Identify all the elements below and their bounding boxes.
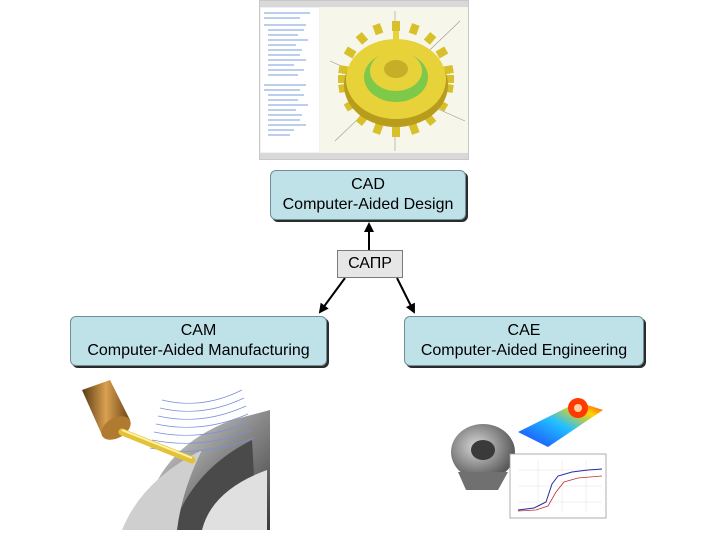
cam-label: CAM — [180, 322, 217, 339]
arrow-to-cae — [396, 277, 415, 314]
cad-full-name: Computer-Aided Design — [282, 196, 454, 213]
cae-box: CAE Computer-Aided Engineering — [404, 316, 644, 366]
cad-box: CAD Computer-Aided Design — [270, 170, 466, 220]
sapr-label: САПР — [337, 250, 403, 278]
cad-label: CAD — [351, 176, 385, 193]
fea-simulation-icon — [451, 398, 607, 519]
cam-box: CAM Computer-Aided Manufacturing — [70, 316, 327, 366]
cam-image — [82, 380, 272, 530]
gear-model-screenshot-icon — [260, 1, 468, 159]
cad-image — [259, 0, 469, 160]
cae-full-name: Computer-Aided Engineering — [420, 342, 628, 359]
cae-label: CAE — [507, 322, 541, 339]
cam-full-name: Computer-Aided Manufacturing — [87, 342, 310, 359]
arrow-to-cam — [318, 277, 346, 314]
cnc-milling-impeller-icon — [82, 380, 270, 530]
cae-image — [438, 392, 610, 522]
